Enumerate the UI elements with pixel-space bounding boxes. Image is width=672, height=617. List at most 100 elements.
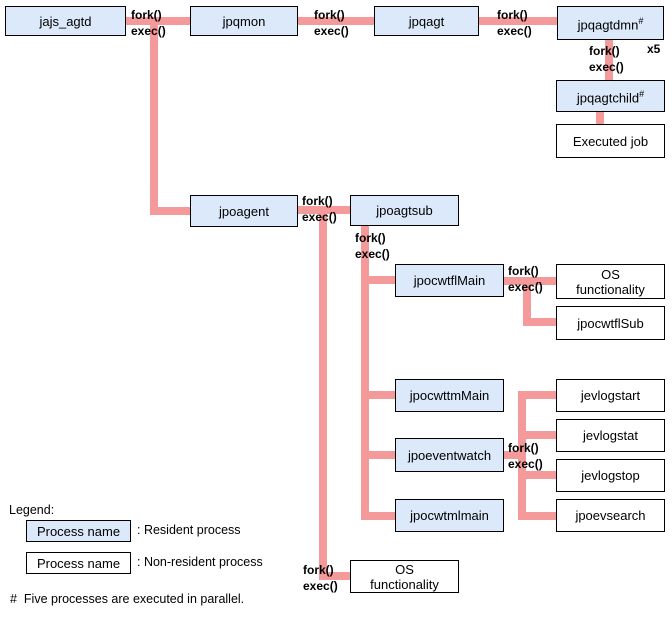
process-name: jpqagtchild xyxy=(576,90,640,106)
fork-exec-label: fork() exec() xyxy=(131,7,166,39)
wire-to-jpoevsearch xyxy=(518,512,556,520)
wire-child-job xyxy=(596,112,604,126)
process-label: jpoevsearch xyxy=(575,508,646,523)
legend-sample-label: Process name xyxy=(36,523,121,539)
fork-text: fork() xyxy=(589,44,620,58)
process-label: jevlogstart xyxy=(580,388,641,403)
wire-to-cwtfl xyxy=(361,276,395,284)
parallel-mark: # xyxy=(639,88,645,99)
fork-exec-label: fork() exec() xyxy=(355,230,390,262)
process-jpocwtmlmain: jpocwtmlmain xyxy=(395,499,504,532)
wire-agtd-qmon xyxy=(126,17,190,25)
process-label: jpqagtchild# xyxy=(577,87,644,105)
wire-to-os2 xyxy=(319,572,350,580)
process-label: jpocwtflMain xyxy=(413,273,486,288)
fork-text: fork() xyxy=(302,194,333,208)
process-jpoagtsub: jpoagtsub xyxy=(350,195,459,226)
process-jpqagtdmn: jpqagtdmn# xyxy=(557,6,664,40)
process-jevlogstop: jevlogstop xyxy=(556,459,665,492)
process-label: jpocwtmlmain xyxy=(410,508,489,523)
wire-qagt-qagtdmn xyxy=(479,17,557,25)
fork-text: fork() xyxy=(508,441,539,455)
process-name: jpqagtdmn xyxy=(577,17,639,33)
process-label: jevlogstop xyxy=(581,468,640,483)
process-label: Executed job xyxy=(572,133,649,149)
fork-text: fork() xyxy=(497,8,528,22)
legend-resident-text: : Resident process xyxy=(137,523,241,537)
wire-to-jevlogstart xyxy=(518,391,556,399)
process-jevlogstart: jevlogstart xyxy=(556,379,665,412)
fork-text: fork() xyxy=(303,563,334,577)
parallel-count: x5 xyxy=(647,42,661,56)
process-jpocwtflsub: jpocwtflSub xyxy=(556,306,665,340)
exec-text: exec() xyxy=(303,579,338,593)
exec-text: exec() xyxy=(589,60,624,74)
fork-exec-label: fork() exec() xyxy=(508,440,543,472)
exec-text: exec() xyxy=(302,210,337,224)
fork-exec-label: fork() exec() xyxy=(302,193,337,225)
process-label: jpqagtdmn# xyxy=(578,14,644,32)
wire-agtsub-down xyxy=(361,226,369,520)
wire-to-cwtml xyxy=(361,512,395,520)
fork-exec-label: fork() exec() xyxy=(589,43,624,75)
wire-agent-agtsub xyxy=(298,206,350,214)
wire-agtd-down xyxy=(150,25,158,215)
wire-agent-down xyxy=(319,214,327,580)
exec-text: exec() xyxy=(131,24,166,38)
process-label: jpqmon xyxy=(222,13,266,29)
wire-to-jpoagent xyxy=(150,207,190,215)
fork-text: fork() xyxy=(131,8,162,22)
exec-text: exec() xyxy=(314,24,349,38)
wire-jevlog-vertical xyxy=(518,391,526,520)
parallel-mark: # xyxy=(638,15,644,26)
fork-exec-label: fork() exec() xyxy=(508,263,543,295)
legend-non-resident-text: : Non-resident process xyxy=(137,555,263,569)
process-os-functionality: OS functionality xyxy=(556,264,665,299)
fork-exec-label: fork() exec() xyxy=(497,7,532,39)
process-jpoagent: jpoagent xyxy=(190,195,298,227)
footnote-mark: # xyxy=(10,592,17,606)
wire-to-jevlogstat xyxy=(518,431,556,439)
process-label: jpoagtsub xyxy=(376,203,433,218)
process-label: jpqagt xyxy=(408,13,445,29)
exec-text: exec() xyxy=(508,457,543,471)
wire-qmon-qagt xyxy=(298,17,374,25)
legend-non-resident-sample: Process name xyxy=(26,552,131,574)
wire-qagtdmn-child xyxy=(605,40,613,80)
process-executed-job: Executed job xyxy=(556,124,665,158)
legend-sample-label: Process name xyxy=(36,555,121,571)
process-jpoeventwatch: jpoeventwatch xyxy=(395,438,504,472)
fork-text: fork() xyxy=(314,8,345,22)
legend-title: Legend: xyxy=(9,503,55,517)
wire-to-jevlogstop xyxy=(518,471,556,479)
fork-exec-label: fork() exec() xyxy=(314,7,349,39)
process-label: jpocwttmMain xyxy=(409,388,490,403)
process-jpqagt: jpqagt xyxy=(374,6,479,36)
process-label: jpocwtflSub xyxy=(577,315,644,331)
fork-text: fork() xyxy=(508,264,539,278)
process-label: jajs_agtd xyxy=(39,13,92,29)
process-jajs-agtd: jajs_agtd xyxy=(5,6,126,36)
exec-text: exec() xyxy=(497,24,532,38)
process-jpoevsearch: jpoevsearch xyxy=(556,499,665,532)
footnote-text: Five processes are executed in parallel. xyxy=(23,592,245,606)
process-label: OS functionality xyxy=(370,561,439,592)
exec-text: exec() xyxy=(508,280,543,294)
process-os-functionality-bottom: OS functionality xyxy=(350,560,459,593)
exec-text: exec() xyxy=(355,247,390,261)
wire-cwtfl-down xyxy=(523,277,531,326)
wire-to-eventwatch xyxy=(361,451,395,459)
fork-text: fork() xyxy=(355,231,386,245)
process-label: jpoeventwatch xyxy=(407,447,492,463)
process-jpqmon: jpqmon xyxy=(190,6,298,36)
process-jpocwttmmain: jpocwttmMain xyxy=(395,379,504,412)
process-label: jevlogstat xyxy=(583,428,638,443)
wire-to-cwttm xyxy=(361,391,395,399)
wire-eventwatch-right xyxy=(504,451,526,459)
fork-exec-label: fork() exec() xyxy=(303,562,338,594)
process-label: OS functionality xyxy=(576,266,645,297)
footnote: # Five processes are executed in paralle… xyxy=(10,592,244,606)
legend-resident-sample: Process name xyxy=(26,520,131,542)
